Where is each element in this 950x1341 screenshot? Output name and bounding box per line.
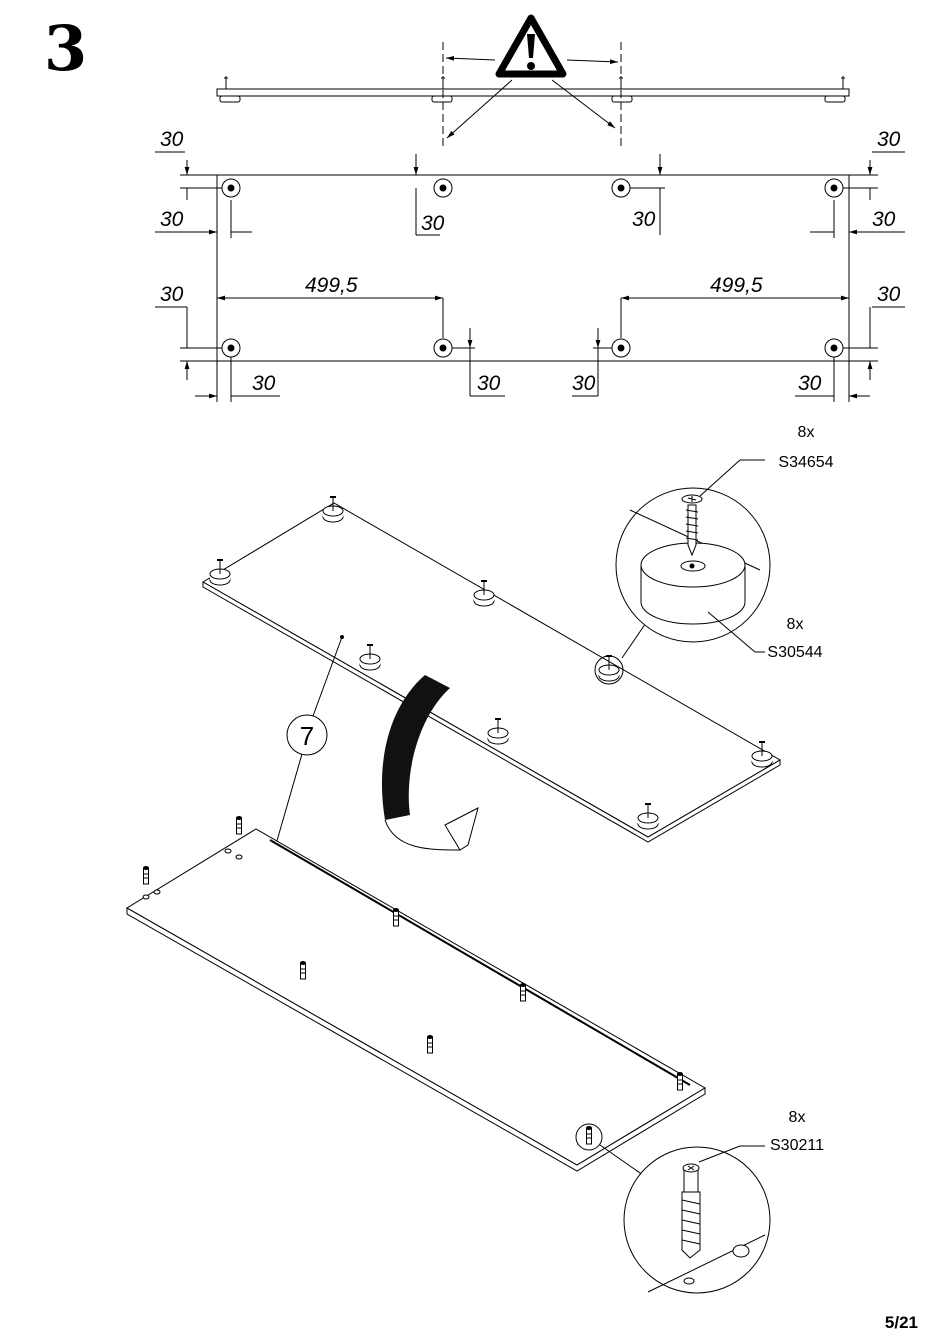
panel-number: 7 bbox=[300, 721, 314, 751]
side-view bbox=[216, 42, 850, 150]
screw-qty: 8x bbox=[798, 424, 815, 441]
dim-30-bottom-left: 30 bbox=[160, 283, 184, 306]
screw-code: S34654 bbox=[778, 454, 833, 471]
page-number: 5/21 bbox=[884, 1313, 918, 1332]
dimension-plan bbox=[155, 151, 905, 402]
dim-30-bl-mid: 30 bbox=[477, 372, 501, 395]
detail-dowel bbox=[599, 1144, 771, 1294]
dim-30-br-mid: 30 bbox=[572, 372, 596, 395]
warning-icon bbox=[495, 14, 567, 78]
dim-30-bl-edge: 30 bbox=[252, 372, 276, 395]
dim-30-mid-left: 30 bbox=[421, 212, 445, 235]
dimension-labels: 30 30 30 30 30 30 499,5 499,5 30 30 30 3… bbox=[160, 128, 901, 395]
dim-30-right: 30 bbox=[872, 208, 896, 231]
dim-30-top-left: 30 bbox=[160, 128, 184, 151]
dim-30-mid-right: 30 bbox=[632, 208, 656, 231]
detail-screw-foot bbox=[615, 459, 771, 659]
panel-label bbox=[270, 635, 344, 860]
dim-30-left: 30 bbox=[160, 208, 184, 231]
top-panel-iso bbox=[202, 502, 781, 843]
dim-span-left: 499,5 bbox=[305, 274, 358, 297]
part-labels: 8x S34654 8x S30544 8x S30211 bbox=[767, 424, 833, 1154]
bottom-panel-iso bbox=[126, 828, 706, 1172]
dowel-qty: 8x bbox=[789, 1109, 806, 1126]
flip-arrow-icon bbox=[381, 675, 479, 851]
feet-iso bbox=[209, 496, 773, 830]
dim-30-br-edge: 30 bbox=[798, 372, 822, 395]
foot-qty: 8x bbox=[787, 616, 804, 633]
dowels-iso bbox=[143, 816, 683, 1151]
dowel-code: S30211 bbox=[770, 1137, 824, 1154]
step-number: 3 bbox=[44, 12, 88, 85]
foot-markers bbox=[221, 178, 844, 358]
dim-30-bottom-right: 30 bbox=[877, 283, 901, 306]
dim-span-right: 499,5 bbox=[710, 274, 763, 297]
dim-30-top-right: 30 bbox=[877, 128, 901, 151]
foot-code: S30544 bbox=[767, 644, 822, 661]
